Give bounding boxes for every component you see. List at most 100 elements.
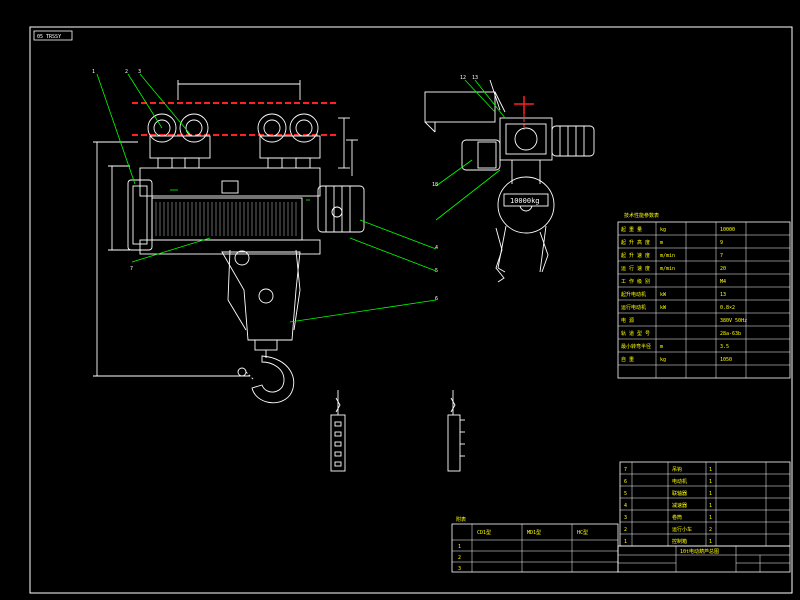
balloon-4: 4 — [435, 245, 438, 251]
svg-text:吊钩: 吊钩 — [672, 466, 682, 473]
trolley-wheel-3 — [257, 113, 287, 143]
side-rail-beam — [424, 91, 496, 123]
svg-text:7: 7 — [720, 253, 723, 259]
svg-text:2: 2 — [624, 527, 627, 533]
svg-text:0.8×2: 0.8×2 — [720, 305, 735, 311]
svg-text:kW: kW — [660, 305, 667, 311]
svg-text:3: 3 — [458, 566, 461, 572]
drawing-border — [29, 26, 793, 594]
frame-tag-box — [33, 30, 73, 41]
svg-text:7: 7 — [624, 467, 627, 473]
svg-text:运 行 速 度: 运 行 速 度 — [621, 265, 650, 272]
balloon-5: 5 — [435, 268, 438, 274]
svg-text:运行电动机: 运行电动机 — [621, 304, 646, 311]
svg-text:1: 1 — [458, 544, 461, 550]
pendant-control-2 — [447, 390, 465, 472]
balloon-2: 2 — [125, 69, 128, 75]
tag-right: 18 — [432, 182, 438, 188]
side-view — [424, 79, 595, 283]
svg-text:HC型: HC型 — [577, 529, 588, 536]
svg-text:kg: kg — [660, 357, 666, 363]
trolley-wheel-2 — [179, 113, 209, 143]
svg-text:3.5: 3.5 — [720, 344, 729, 350]
svg-text:9: 9 — [720, 240, 723, 246]
svg-text:电 源: 电 源 — [621, 317, 634, 324]
svg-text:起 升 高 度: 起 升 高 度 — [621, 239, 650, 246]
title-block: 10t电动葫芦总图 — [617, 545, 791, 573]
hook-block — [221, 251, 301, 341]
balloon-3: 3 — [138, 69, 141, 75]
balloons-side: 12 13 18 — [432, 75, 478, 188]
svg-text:最小转弯半径: 最小转弯半径 — [621, 343, 651, 350]
svg-text:起升电动机: 起升电动机 — [621, 291, 646, 298]
svg-text:1: 1 — [624, 539, 627, 545]
svg-text:13: 13 — [720, 292, 726, 298]
spec-table: 技术性能参数表 起 重 量 kg 10000 起 升 高 度 m 9 — [617, 212, 791, 379]
balloon-7: 7 — [130, 266, 133, 272]
frame-tag: 05 TRSSY — [37, 34, 61, 40]
svg-text:M4: M4 — [720, 279, 726, 285]
svg-text:自 重: 自 重 — [621, 356, 634, 363]
hoist-motor — [317, 185, 365, 233]
leader-lines-side — [435, 79, 506, 221]
svg-text:MD1型: MD1型 — [527, 529, 541, 536]
spec-rows: 起 重 量 kg 10000 起 升 高 度 m 9 起 升 速 度 m/min… — [621, 226, 747, 363]
balloon-6: 6 — [435, 296, 438, 302]
svg-text:轨 道 型 号: 轨 道 型 号 — [621, 330, 650, 337]
balloon-1: 1 — [92, 69, 95, 75]
svg-text:卷筒: 卷筒 — [672, 514, 682, 521]
parts-list: 7 吊钩 1 6 电动机 1 5 联轴器 1 4 减速器 1 3 卷筒 1 2 … — [619, 461, 791, 547]
svg-text:减速器: 减速器 — [672, 502, 687, 509]
svg-text:1: 1 — [709, 467, 712, 473]
lifting-hook — [251, 355, 295, 404]
hoist-body — [139, 167, 321, 197]
side-motor — [551, 125, 595, 157]
pendant-control-1 — [330, 390, 346, 472]
svg-text:2: 2 — [709, 527, 712, 533]
svg-text:28a-63b: 28a-63b — [720, 331, 741, 337]
rope-drum — [151, 197, 303, 241]
svg-text:控制箱: 控制箱 — [672, 538, 687, 545]
balloon-12: 12 — [460, 75, 466, 81]
svg-text:5: 5 — [624, 491, 627, 497]
drawing-title: 10t电动葫芦总图 — [680, 548, 719, 555]
svg-text:CD1型: CD1型 — [477, 529, 491, 536]
trolley-wheel-1 — [147, 113, 177, 143]
bottom-table-label: 附表 — [456, 516, 466, 523]
trolley-wheel-4 — [289, 113, 319, 143]
bottom-table: 附表 CD1型 MD1型 HC型 1 2 3 — [451, 516, 619, 573]
svg-text:工 作 级 别: 工 作 级 别 — [621, 278, 650, 285]
svg-text:kg: kg — [660, 227, 666, 233]
svg-text:3: 3 — [624, 515, 627, 521]
svg-text:1050: 1050 — [720, 357, 732, 363]
svg-text:10000: 10000 — [720, 227, 735, 233]
svg-text:1: 1 — [709, 539, 712, 545]
front-view — [93, 80, 365, 404]
svg-text:2: 2 — [458, 555, 461, 561]
svg-text:运行小车: 运行小车 — [672, 526, 692, 533]
balloon-13: 13 — [472, 75, 478, 81]
side-drum — [497, 176, 555, 234]
svg-text:m: m — [660, 240, 663, 246]
capacity-label: 10000kg — [510, 197, 540, 205]
svg-text:4: 4 — [624, 503, 627, 509]
svg-text:6: 6 — [624, 479, 627, 485]
svg-text:电动机: 电动机 — [672, 478, 687, 485]
svg-text:kW: kW — [660, 292, 667, 298]
svg-text:1: 1 — [709, 491, 712, 497]
svg-text:1: 1 — [709, 515, 712, 521]
svg-text:1: 1 — [709, 503, 712, 509]
svg-text:m/min: m/min — [660, 266, 675, 272]
svg-text:1: 1 — [709, 479, 712, 485]
leader-lines-front — [96, 73, 437, 323]
svg-text:20: 20 — [720, 266, 726, 272]
svg-text:起 升 速 度: 起 升 速 度 — [621, 252, 650, 259]
svg-text:起 重 量: 起 重 量 — [621, 226, 642, 233]
svg-text:380V 50Hz: 380V 50Hz — [720, 318, 747, 324]
svg-text:m: m — [660, 344, 663, 350]
drum-grooves — [155, 202, 297, 236]
spec-table-title: 技术性能参数表 — [624, 212, 659, 219]
svg-text:联轴器: 联轴器 — [672, 490, 687, 497]
svg-text:m/min: m/min — [660, 253, 675, 259]
